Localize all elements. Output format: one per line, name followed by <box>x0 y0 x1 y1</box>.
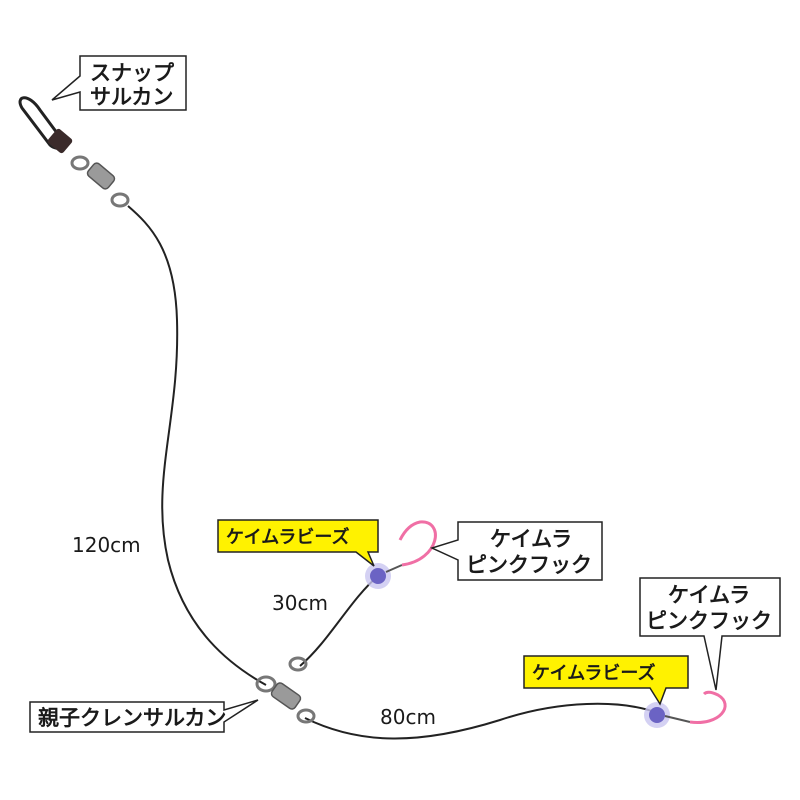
bead2-label: ケイムラビーズ <box>532 662 655 684</box>
snap-label-line1: スナップ <box>90 61 175 85</box>
length-branch-long: 80cm <box>380 705 436 729</box>
main-line <box>127 205 267 686</box>
hook2-label-line1: ケイムラ <box>668 583 750 607</box>
branch-line-short <box>299 575 379 667</box>
callout-snap: スナップ サルカン <box>51 55 187 111</box>
snap-swivel-icon <box>18 96 130 208</box>
bead-icon <box>370 568 386 584</box>
hook-icon <box>398 520 437 567</box>
oyako-label: 親子クレンサルカン <box>38 706 226 730</box>
callout-hook-2: ケイムラ ピンクフック <box>639 577 781 691</box>
hook2-label-line2: ピンクフック <box>646 609 772 633</box>
hook1-label-line2: ピンクフック <box>466 553 592 577</box>
bead-label-2: ケイムラビーズ <box>523 655 689 706</box>
snap-label-line2: サルカン <box>90 85 173 109</box>
branch-line-long <box>304 702 656 740</box>
hook1-label-line1: ケイムラ <box>490 527 572 551</box>
length-main: 120cm <box>72 533 141 557</box>
bead1-label: ケイムラビーズ <box>226 526 349 548</box>
bead-label-1: ケイムラビーズ <box>217 519 379 567</box>
bead-icon <box>649 707 665 723</box>
callout-hook-1: ケイムラ ピンクフック <box>429 521 603 581</box>
callout-oyako: 親子クレンサルカン <box>29 699 259 733</box>
swivel-icon <box>255 656 316 724</box>
hook-icon <box>689 690 727 724</box>
length-branch-short: 30cm <box>272 591 328 615</box>
